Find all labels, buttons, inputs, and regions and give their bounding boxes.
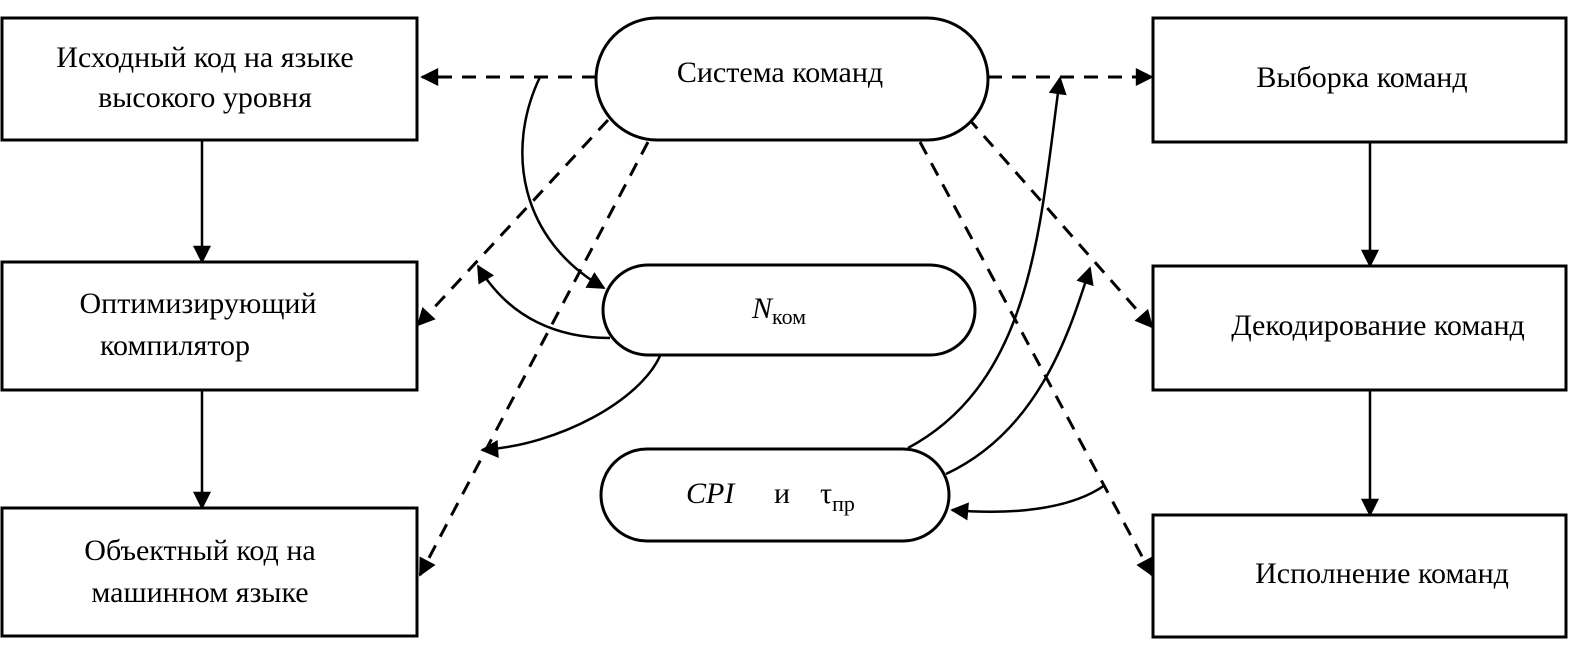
ncom-base: N xyxy=(751,292,774,325)
cpi-label: CPI xyxy=(686,477,736,510)
compiler-line2: компилятор xyxy=(100,329,250,362)
decode-label: Декодирование команд xyxy=(1231,309,1525,342)
dash-isa-to-execute xyxy=(918,141,1154,577)
box-source-code: Исходный код на языке высокого уровня xyxy=(0,16,419,142)
isa-label: Система команд xyxy=(677,56,883,89)
box-object-code: Объектный код на машинном языке xyxy=(0,506,419,638)
conj-label: и xyxy=(774,477,790,510)
fetch-label: Выборка команд xyxy=(1256,61,1467,94)
object-code-line1: Объектный код на xyxy=(84,534,315,567)
pill-isa: Система команд xyxy=(594,16,990,142)
dash-isa-to-compiler xyxy=(416,118,610,327)
box-decode: Декодирование команд xyxy=(1151,264,1568,392)
tau-label: τпр xyxy=(820,477,855,516)
object-code-line2: машинном языке xyxy=(91,576,308,609)
source-code-line2: высокого уровня xyxy=(98,81,312,114)
curve-isa-to-ncom xyxy=(521,76,606,290)
ncom-label: Nком xyxy=(751,292,806,329)
dash-isa-to-object xyxy=(418,141,650,577)
tau-sub: пр xyxy=(832,491,855,516)
compiler-line1: Оптимизирующий xyxy=(79,287,316,320)
ncom-sub: ком xyxy=(772,304,806,329)
dash-isa-to-decode xyxy=(966,117,1154,329)
curve-cpi-to-decode-link xyxy=(945,266,1094,476)
execute-label: Исполнение команд xyxy=(1255,557,1509,590)
source-code-line1: Исходный код на языке xyxy=(56,41,353,74)
tau-base: τ xyxy=(820,477,832,510)
curve-ncom-to-compiler-link xyxy=(476,264,611,340)
box-fetch: Выборка команд xyxy=(1151,16,1568,144)
pill-ncom: Nком xyxy=(601,263,977,357)
curve-cpi-to-fetch-link xyxy=(907,76,1067,450)
box-compiler: Оптимизирующий компилятор xyxy=(0,260,419,392)
curve-execute-to-cpi xyxy=(950,483,1106,521)
box-execute: Исполнение команд xyxy=(1151,513,1568,639)
curve-ncom-to-object-link xyxy=(480,355,662,458)
pill-cpi: CPI и τпр xyxy=(599,447,951,543)
